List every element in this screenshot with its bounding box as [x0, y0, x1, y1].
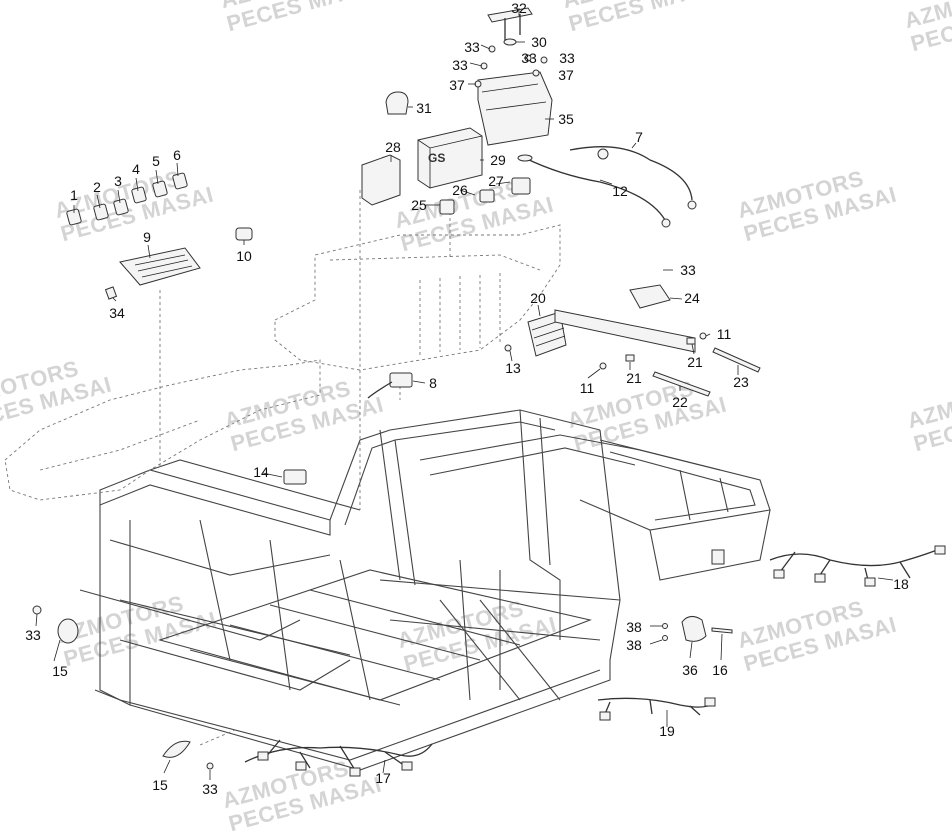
fuse-part: [283, 469, 307, 485]
cover-15-bottom: [162, 740, 191, 758]
callout-33a: 33: [464, 39, 480, 55]
callout-33g: 33: [202, 781, 218, 797]
callout-37a: 37: [449, 77, 465, 93]
callout-18: 18: [893, 576, 909, 592]
callout-24: 24: [684, 290, 700, 306]
cover-15: [57, 618, 79, 644]
module-24: [629, 284, 671, 309]
clip-part: [104, 286, 118, 300]
callout-11a: 11: [716, 326, 732, 342]
battery-cable-12: [524, 157, 666, 221]
relay-25: [439, 199, 455, 215]
washer: [503, 38, 517, 46]
callout-33f: 33: [25, 627, 41, 643]
callout-32: 32: [511, 0, 527, 16]
callout-13: 13: [505, 360, 521, 376]
horn-36: [681, 616, 707, 642]
callout-11b: 11: [579, 380, 595, 396]
callout-7: 7: [635, 129, 643, 145]
callout-20: 20: [530, 290, 546, 306]
body-panel-outline: [4, 224, 561, 501]
callout-9: 9: [143, 229, 151, 245]
battery-label: GS: [428, 151, 445, 165]
harness-17: [244, 743, 433, 763]
callout-35: 35: [558, 111, 574, 127]
rod-23: [712, 347, 761, 373]
battery-strap: [487, 7, 533, 23]
callout-37b: 37: [558, 67, 574, 83]
callout-38b: 38: [626, 637, 642, 653]
callout-5: 5: [152, 153, 160, 169]
callout-30: 30: [531, 34, 547, 50]
callout-10: 10: [236, 248, 252, 264]
callout-16: 16: [712, 662, 728, 678]
switch-parts: [66, 172, 188, 226]
battery: [417, 127, 483, 189]
battery-box: [477, 71, 553, 146]
callout-26: 26: [452, 182, 468, 198]
mount-bracket: [554, 309, 696, 353]
bolt: [532, 69, 540, 77]
callout-21b: 21: [626, 370, 642, 386]
rod-22: [652, 371, 711, 397]
callout-34: 34: [109, 305, 125, 321]
harness-19: [597, 697, 716, 708]
callout-22: 22: [672, 394, 688, 410]
bolt: [540, 56, 548, 64]
harness-18: [769, 547, 943, 567]
callout-25: 25: [411, 197, 427, 213]
callout-19: 19: [659, 723, 675, 739]
callout-27: 27: [488, 173, 504, 189]
callout-14: 14: [253, 464, 269, 480]
callout-8: 8: [429, 375, 437, 391]
starter-relay: [385, 91, 409, 115]
chassis-frame: [79, 409, 771, 771]
bolt: [524, 54, 532, 62]
callout-23: 23: [733, 374, 749, 390]
bolt: [488, 45, 496, 53]
callout-15a: 15: [52, 663, 68, 679]
callout-21a: 21: [687, 354, 703, 370]
callout-31: 31: [416, 100, 432, 116]
callout-38a: 38: [626, 619, 642, 635]
callout-29: 29: [490, 152, 506, 168]
relay-27: [511, 177, 531, 195]
relay-part: [389, 372, 413, 388]
cdi-unit: [361, 154, 401, 206]
callout-33d: 33: [559, 50, 575, 66]
callout-6: 6: [173, 147, 181, 163]
callout-12: 12: [612, 183, 628, 199]
callout-33c: 33: [521, 50, 537, 66]
socket-part: [235, 227, 253, 241]
callout-33b: 33: [452, 57, 468, 73]
callout-33e: 33: [680, 262, 696, 278]
callout-1: 1: [70, 187, 78, 203]
callout-28: 28: [385, 139, 401, 155]
callout-3: 3: [114, 173, 122, 189]
callout-36: 36: [682, 662, 698, 678]
battery-cable-7: [569, 146, 693, 201]
callout-4: 4: [132, 161, 140, 177]
callout-17: 17: [375, 770, 391, 786]
callout-2: 2: [93, 179, 101, 195]
callout-15b: 15: [152, 777, 168, 793]
relay-26: [479, 189, 495, 203]
diagram-drawing: GS: [4, 7, 946, 780]
